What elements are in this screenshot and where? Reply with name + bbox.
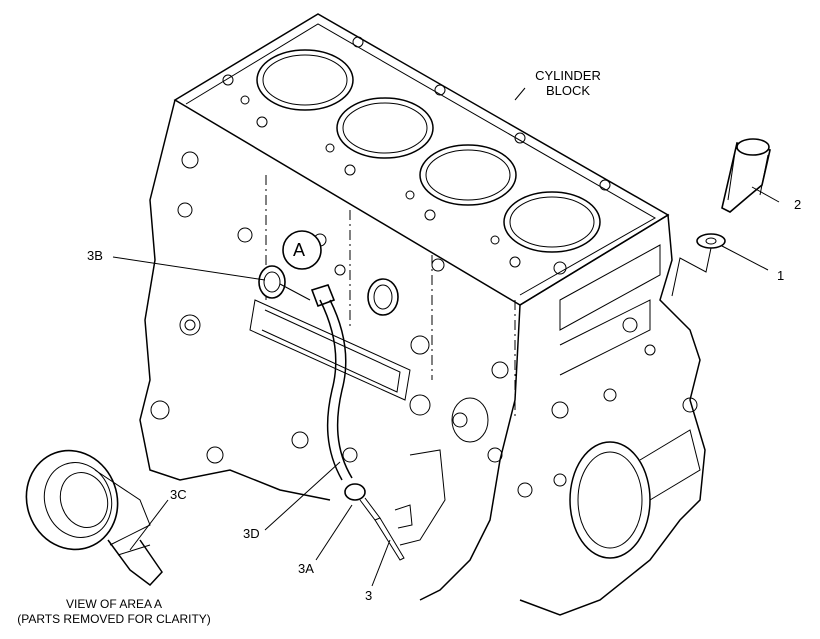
- label-cylinder-block-line2: BLOCK: [545, 83, 591, 98]
- caption-line2: (PARTS REMOVED FOR CLARITY): [17, 612, 211, 626]
- cylinder-block: [139, 13, 706, 616]
- oil-tube-assembly: [258, 265, 413, 561]
- label-part-3a: 3A: [298, 561, 314, 576]
- label-cylinder-block: CYLINDER BLOCK: [518, 68, 618, 98]
- bolt-and-washer: [671, 138, 771, 297]
- label-part-3d: 3D: [243, 526, 260, 541]
- label-part-2: 2: [794, 197, 802, 212]
- caption-view-area-a: VIEW OF AREA A (PARTS REMOVED FOR CLARIT…: [0, 597, 228, 627]
- label-area-a: A: [293, 240, 306, 260]
- leader-lines: [112, 87, 780, 587]
- area-a-marker: [282, 230, 322, 270]
- label-part-3: 3: [365, 588, 373, 603]
- label-part-1: 1: [777, 268, 785, 283]
- label-part-3c: 3C: [170, 487, 187, 502]
- detail-view-area-a: [25, 449, 163, 587]
- caption-line1: VIEW OF AREA A: [65, 597, 163, 611]
- label-cylinder-block-line1: CYLINDER: [535, 68, 601, 83]
- label-part-3b: 3B: [87, 248, 103, 263]
